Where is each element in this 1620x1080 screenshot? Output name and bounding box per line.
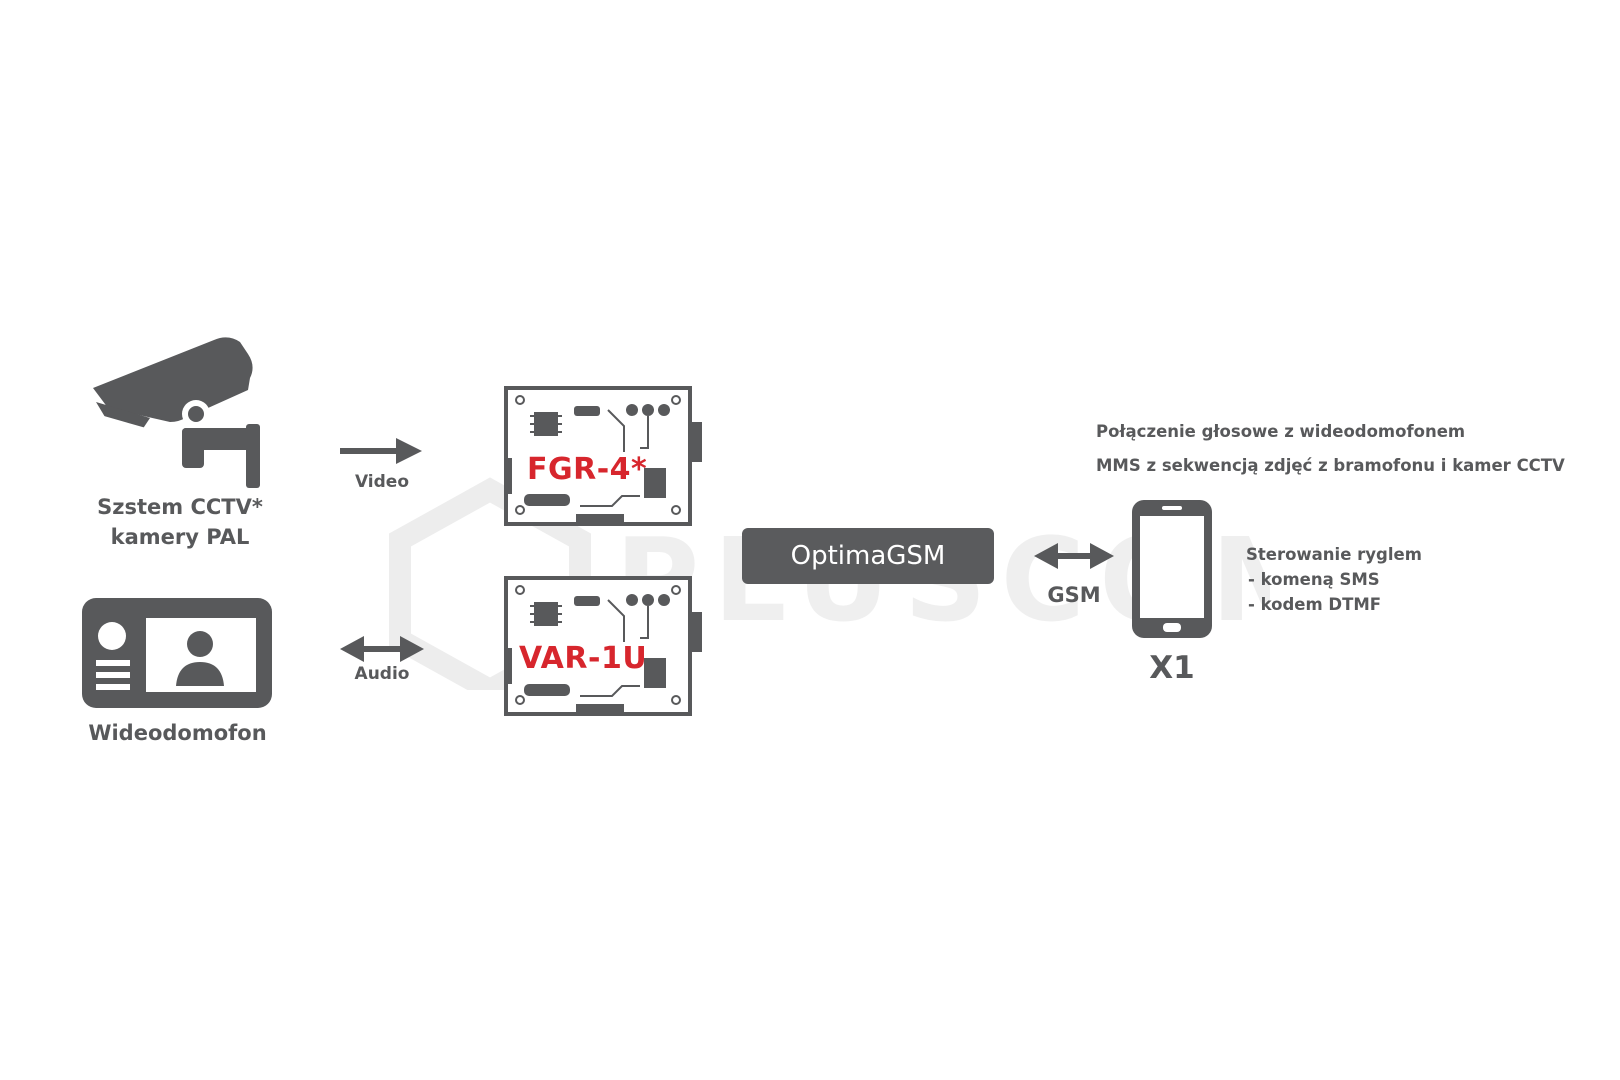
gsm-double-arrow-icon xyxy=(1034,543,1114,569)
audio-double-arrow-icon xyxy=(340,636,424,662)
video-label: Video xyxy=(354,472,410,492)
fgr4-board-label: FGR-4* xyxy=(527,452,648,487)
intercom-label: Wideodomofon xyxy=(88,721,267,745)
lock-control-title: Sterowanie ryglem xyxy=(1246,545,1422,564)
phone-label: X1 xyxy=(1149,650,1195,686)
var1u-board-label: VAR-1U xyxy=(519,641,648,676)
cctv-label-line1: Szstem CCTV* xyxy=(97,495,263,519)
voice-call-feature: Połączenie głosowe z wideodomofonem xyxy=(1096,422,1466,441)
var1u-board-icon xyxy=(504,576,702,716)
audio-label: Audio xyxy=(354,664,410,684)
cctv-label-line2: kamery PAL xyxy=(110,525,250,549)
gsm-label: GSM xyxy=(1047,583,1101,607)
mms-feature: MMS z sekwencją zdjęć z bramofonu i kame… xyxy=(1096,456,1565,475)
smartphone-icon xyxy=(1132,500,1212,638)
fgr4-board-icon xyxy=(504,386,702,526)
video-intercom-icon xyxy=(82,598,272,708)
lock-control-sms: - komeną SMS xyxy=(1248,570,1380,589)
lock-control-dtmf: - kodem DTMF xyxy=(1248,595,1382,614)
video-arrow-icon xyxy=(340,438,422,464)
cctv-camera-icon xyxy=(93,337,260,488)
optimagsm-gateway: OptimaGSM xyxy=(742,528,994,584)
